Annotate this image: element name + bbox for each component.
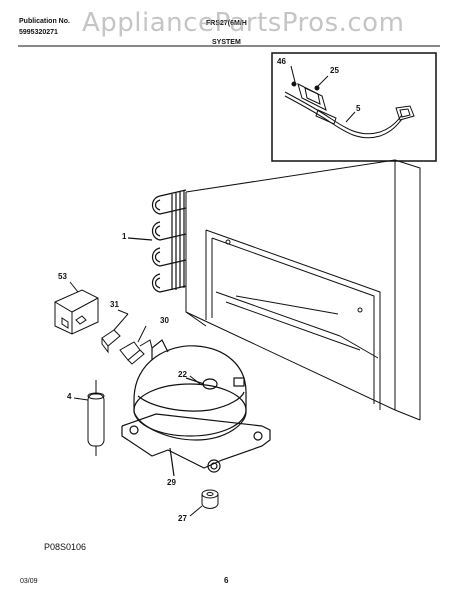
condenser-coil bbox=[127, 189, 187, 293]
publication-label: Publication No. bbox=[19, 18, 70, 25]
footer-date: 03/09 bbox=[20, 578, 38, 585]
callout-53: 53 bbox=[58, 272, 67, 281]
grommet-27 bbox=[189, 489, 219, 517]
connector-31 bbox=[101, 309, 129, 354]
callout-1: 1 bbox=[122, 232, 127, 241]
compressor bbox=[121, 339, 271, 477]
cabinet bbox=[185, 159, 421, 421]
section-title: SYSTEM bbox=[212, 39, 241, 46]
callout-31: 31 bbox=[110, 300, 119, 309]
model-number: FRS27(6M/H bbox=[206, 20, 247, 27]
publication-number: 5995320271 bbox=[19, 29, 58, 36]
callout-5: 5 bbox=[356, 104, 361, 113]
callout-30: 30 bbox=[160, 316, 169, 325]
callout-29: 29 bbox=[167, 478, 176, 487]
callout-4: 4 bbox=[67, 392, 72, 401]
callout-25: 25 bbox=[330, 66, 339, 75]
callout-27: 27 bbox=[178, 514, 187, 523]
relay-53 bbox=[54, 281, 99, 335]
callout-22: 22 bbox=[178, 370, 187, 379]
watermark: AppliancePartsPros.com bbox=[82, 8, 405, 38]
figure-code: P08S0106 bbox=[44, 542, 87, 552]
filter-drier-4 bbox=[73, 380, 105, 456]
inset-detail bbox=[271, 52, 437, 162]
callout-46: 46 bbox=[277, 57, 286, 66]
page-number: 6 bbox=[224, 576, 229, 585]
part-30 bbox=[119, 325, 153, 365]
